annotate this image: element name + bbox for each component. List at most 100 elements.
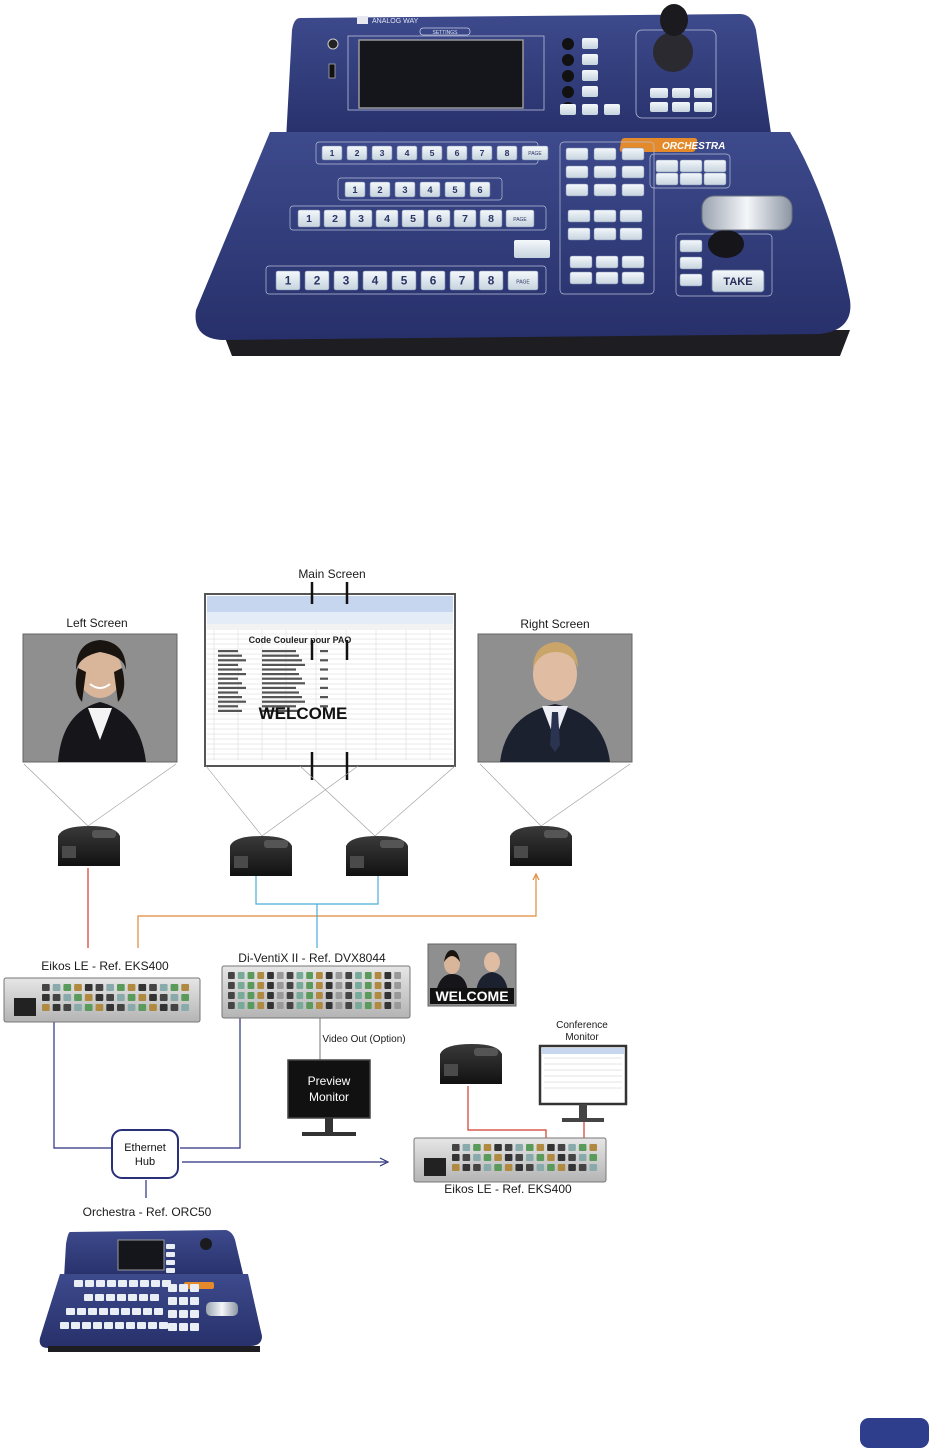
console-key[interactable] bbox=[471, 145, 493, 161]
function-key[interactable] bbox=[703, 159, 727, 173]
small-console-key bbox=[88, 1308, 97, 1315]
console-key[interactable] bbox=[275, 270, 301, 291]
small-console-key bbox=[150, 1294, 159, 1301]
console-key[interactable] bbox=[394, 181, 416, 198]
small-console-key bbox=[159, 1322, 168, 1329]
console-key[interactable] bbox=[421, 145, 443, 161]
function-key[interactable] bbox=[593, 227, 617, 241]
console-key[interactable] bbox=[349, 209, 373, 228]
take-button[interactable] bbox=[711, 269, 765, 293]
function-key[interactable] bbox=[703, 172, 727, 186]
function-key[interactable] bbox=[565, 165, 589, 179]
console-key[interactable] bbox=[496, 145, 518, 161]
console-key-label: 2 bbox=[355, 148, 360, 158]
function-key[interactable] bbox=[679, 256, 703, 270]
function-key[interactable] bbox=[655, 172, 679, 186]
function-key[interactable] bbox=[621, 147, 645, 161]
console-key[interactable] bbox=[369, 181, 391, 198]
console-key-label: 8 bbox=[488, 213, 494, 225]
function-key[interactable] bbox=[621, 271, 645, 285]
tbar-handle-icon[interactable] bbox=[701, 195, 793, 231]
right-screen-label: Right Screen bbox=[520, 617, 589, 631]
console-key[interactable] bbox=[449, 270, 475, 291]
page-key[interactable] bbox=[505, 209, 535, 228]
small-console-key bbox=[82, 1322, 91, 1329]
console-key[interactable] bbox=[419, 181, 441, 198]
small-console-key bbox=[168, 1323, 177, 1331]
function-key[interactable] bbox=[595, 255, 619, 269]
joystick-icon[interactable] bbox=[660, 4, 688, 36]
function-key[interactable] bbox=[679, 239, 703, 253]
video-out-label: Video Out (Option) bbox=[322, 1034, 405, 1045]
function-key[interactable] bbox=[593, 183, 617, 197]
console-key[interactable] bbox=[396, 145, 418, 161]
orchestra-label: Orchestra - Ref. ORC50 bbox=[83, 1205, 212, 1219]
console-key[interactable] bbox=[304, 270, 330, 291]
function-key[interactable] bbox=[621, 255, 645, 269]
function-key[interactable] bbox=[619, 227, 643, 241]
function-key[interactable] bbox=[569, 271, 593, 285]
console-key[interactable] bbox=[371, 145, 393, 161]
console-key[interactable] bbox=[344, 181, 366, 198]
main-screen: Code Couleur pour PAO WELCOME bbox=[204, 582, 456, 780]
function-key[interactable] bbox=[679, 273, 703, 287]
console-key[interactable] bbox=[391, 270, 417, 291]
console-key[interactable] bbox=[323, 209, 347, 228]
console-key-label: 2 bbox=[332, 213, 338, 225]
console-key[interactable] bbox=[375, 209, 399, 228]
extra-key[interactable] bbox=[514, 240, 550, 258]
page-key-label: PAGE bbox=[528, 151, 542, 157]
console-key[interactable] bbox=[453, 209, 477, 228]
function-key[interactable] bbox=[569, 255, 593, 269]
small-console-key bbox=[137, 1322, 146, 1329]
console-key[interactable] bbox=[362, 270, 388, 291]
console-key[interactable] bbox=[444, 181, 466, 198]
console-key-label: 3 bbox=[402, 185, 407, 195]
page-key[interactable] bbox=[521, 145, 549, 161]
function-key[interactable] bbox=[621, 165, 645, 179]
function-key[interactable] bbox=[619, 209, 643, 223]
console-key[interactable] bbox=[297, 209, 321, 228]
console-key[interactable] bbox=[478, 270, 504, 291]
page-key-label: PAGE bbox=[513, 217, 527, 223]
joystick-keys bbox=[650, 88, 712, 112]
console-key[interactable] bbox=[346, 145, 368, 161]
console-key-label: 5 bbox=[430, 148, 435, 158]
small-console-key bbox=[190, 1310, 199, 1318]
page-key[interactable] bbox=[507, 270, 539, 291]
console-key-label: 2 bbox=[377, 185, 382, 195]
console-key-label: 2 bbox=[314, 275, 321, 288]
function-key[interactable] bbox=[565, 147, 589, 161]
console-key[interactable] bbox=[427, 209, 451, 228]
console-key[interactable] bbox=[321, 145, 343, 161]
function-key[interactable] bbox=[679, 159, 703, 173]
spreadsheet-title: Code Couleur pour PAO bbox=[249, 635, 352, 645]
projector-icon bbox=[58, 826, 120, 866]
console-key[interactable] bbox=[333, 270, 359, 291]
console-key[interactable] bbox=[469, 181, 491, 198]
console-key[interactable] bbox=[401, 209, 425, 228]
function-key[interactable] bbox=[595, 271, 619, 285]
function-key[interactable] bbox=[621, 183, 645, 197]
console-key[interactable] bbox=[479, 209, 503, 228]
console-key-label: 5 bbox=[410, 213, 416, 225]
projection-beams bbox=[23, 763, 631, 837]
small-console-key bbox=[128, 1294, 137, 1301]
small-console-key bbox=[151, 1280, 160, 1287]
small-console-key bbox=[190, 1297, 199, 1305]
function-key[interactable] bbox=[655, 159, 679, 173]
function-key[interactable] bbox=[593, 165, 617, 179]
function-key[interactable] bbox=[567, 209, 591, 223]
console-key[interactable] bbox=[446, 145, 468, 161]
small-console-key bbox=[179, 1323, 188, 1331]
console-key[interactable] bbox=[420, 270, 446, 291]
function-key[interactable] bbox=[593, 147, 617, 161]
console-key-label: 6 bbox=[430, 275, 437, 288]
diventix-label: Di-VentiX II - Ref. DVX8044 bbox=[238, 951, 386, 965]
function-key[interactable] bbox=[567, 227, 591, 241]
function-key[interactable] bbox=[565, 183, 589, 197]
function-key[interactable] bbox=[593, 209, 617, 223]
function-key[interactable] bbox=[679, 172, 703, 186]
